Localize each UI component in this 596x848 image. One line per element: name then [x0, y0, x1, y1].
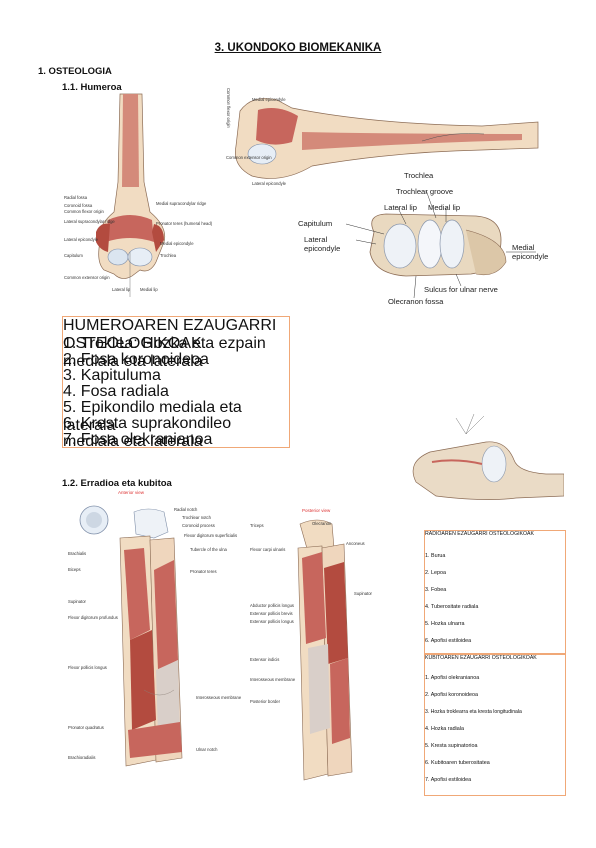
fp-triceps: Triceps: [250, 523, 264, 528]
label-pronator-teres: Pronator teres (humeral head): [156, 221, 213, 226]
humero-row-7: 7. Fosa olekranianoa: [63, 431, 213, 448]
elbow-lateral-figure: [396, 412, 564, 502]
label-common-extensor: Common extensor origin: [64, 275, 110, 280]
section-heading-osteologia: 1. OSTEOLOGIA: [38, 66, 112, 77]
fp-epl: Extensor pollicis longus: [250, 619, 294, 624]
fa-trochlear-notch: Trochlear notch: [182, 515, 211, 520]
label-trochlea-top: Trochlea: [404, 171, 434, 180]
fp-extensor-indicis: Extensor indicis: [250, 657, 280, 662]
label-medial-lip: Medial lip: [140, 287, 158, 292]
radio-row-3: 3. Fobea: [425, 587, 447, 593]
label-side-lateral-epicondyle: Lateral epicondyle: [252, 181, 286, 186]
forearm-posterior-figure: Posterior view Triceps Olecranon Anconeu…: [248, 508, 408, 788]
label-side-common-extensor: Common extensor origin: [226, 155, 272, 160]
fa-tubercle-ulna: Tubercle of the ulna: [190, 547, 227, 552]
label-medial-epicondyle-big: Medial epicondyle: [512, 243, 549, 261]
humero-table-header: HUMEROAREN EZAUGARRI OSTEOLOGIKOAK: [63, 317, 277, 352]
kubito-row-5: 5. Kresta supinatorioa: [425, 743, 478, 749]
fa-fdp: Flexor digitorum profundus: [68, 615, 118, 620]
fa-radial-notch: Radial notch: [174, 507, 198, 512]
label-lateral-epicondyle: Lateral epicondyle: [64, 237, 98, 242]
kubito-row-1: 1. Apofisi olekranianoa: [425, 675, 480, 681]
humero-table: HUMEROAREN EZAUGARRI OSTEOLOGIKOAK 1. Tr…: [62, 316, 290, 450]
fp-epb: Extensor pollicis brevis: [250, 611, 293, 616]
label-lateral-epicondyle-big: Lateral epicondyle: [304, 235, 341, 253]
fa-coronoid-process: Coronoid process: [182, 523, 215, 528]
kubito-row-3: 3. Hozka troklearra eta kresta longitudi…: [425, 709, 522, 715]
fa-pronator-teres: Pronator teres: [190, 569, 217, 574]
fp-posterior-border: Posterior border: [250, 699, 281, 704]
label-lateral-lip-big: Lateral lip: [384, 203, 417, 212]
label-side-common-flexor: Common flexor origin: [226, 88, 231, 128]
kubito-table-header: KUBITOAREN EZAUGARRI OSTEOLOGIKOAK: [425, 655, 537, 661]
fa-brachioradialis: Brachioradialis: [68, 755, 96, 760]
label-trochlear-groove: Trochlear groove: [396, 187, 454, 196]
humero-row-2: 2. Fosa koronoideoa: [63, 351, 209, 368]
fp-anconeus: Anconeus: [346, 541, 365, 546]
humerus-distal-figure: Common flexor origin Medial epicondyle C…: [222, 86, 540, 196]
fa-fpl: Flexor pollicis longus: [68, 665, 107, 670]
forearm-anterior-figure: Anterior view Radial notch Trochlear not…: [64, 490, 264, 780]
fp-supinator: Supinator: [354, 591, 372, 596]
label-medial-supracondylar: Medial supracondylar ridge: [156, 201, 207, 206]
label-medial-epicondyle: Medial epicondyle: [160, 241, 194, 246]
radio-table: RADIOAREN EZAUGARRI OSTEOLOGIKOAK 1. Bur…: [424, 530, 566, 654]
label-capitulum: Capitulum: [64, 253, 83, 258]
fa-ulnar-notch: Ulnar notch: [196, 747, 218, 752]
kubito-row-7: 7. Apofisi estiloidea: [425, 777, 472, 783]
subsection-heading-humeroa: 1.1. Humeroa: [62, 82, 122, 93]
label-trochlea: Trochlea: [160, 253, 177, 258]
fp-fcu: Flexor carpi ulnaris: [250, 547, 286, 552]
humerus-anterior-figure: Radial fossa Coronoid fossa Common flexo…: [60, 92, 212, 302]
kubito-row-4: 4. Hozka radiala: [425, 726, 464, 732]
label-radial-fossa: Radial fossa: [64, 195, 88, 200]
trochlea-figure: Trochlea Trochlear groove Lateral lip Me…: [296, 170, 566, 310]
kubito-table: KUBITOAREN EZAUGARRI OSTEOLOGIKOAK 1. Ap…: [424, 654, 566, 796]
label-common-flexor: Common flexor origin: [64, 209, 104, 214]
label-sulcus: Sulcus for ulnar nerve: [424, 285, 498, 294]
forearm-anterior-caption: Anterior view: [118, 490, 145, 495]
subsection-heading-erradioa: 1.2. Erradioa eta kubitoa: [62, 478, 172, 489]
page-title: 3. UKONDOKO BIOMEKANIKA: [214, 42, 382, 54]
fa-interosseous: Interosseous membrane: [196, 695, 242, 700]
radio-row-6: 6. Apofisi estiloidea: [425, 638, 472, 644]
fp-interosseous: Interosseous membrane: [250, 677, 296, 682]
label-lateral-lip: Lateral lip: [112, 287, 131, 292]
label-lateral-supracondylar: Lateral supracondylar ridge: [64, 219, 115, 224]
label-coronoid-fossa: Coronoid fossa: [64, 203, 93, 208]
humero-row-1: 1. Troklea: Hozka eta ezpain mediala eta…: [63, 335, 266, 370]
radio-row-2: 2. Lepoa: [425, 570, 446, 576]
radio-table-header: RADIOAREN EZAUGARRI OSTEOLOGIKOAK: [425, 531, 534, 537]
humero-row-5: 5. Epikondilo mediala eta laterala: [63, 399, 242, 434]
label-medial-lip-big: Medial lip: [428, 203, 461, 212]
fa-supinator: Supinator: [68, 599, 86, 604]
radio-row-5: 5. Hozka ulnarra: [425, 621, 465, 627]
radio-row-1: 1. Burua: [425, 553, 446, 559]
fa-pronator-quadratus: Pronator quadratus: [68, 725, 104, 730]
kubito-row-2: 2. Apofisi koronoideoa: [425, 692, 479, 698]
forearm-posterior-caption: Posterior view: [302, 508, 331, 513]
label-olecranon-fossa: Olecranon fossa: [388, 297, 444, 306]
fa-fds: Flexor digitorum superficialis: [184, 533, 238, 538]
fa-biceps: Biceps: [68, 567, 81, 572]
humero-row-3: 3. Kapituluma: [63, 367, 161, 384]
humero-row-4: 4. Fosa radiala: [63, 383, 169, 400]
fp-olecranon: Olecranon: [312, 521, 332, 526]
radio-row-4: 4. Tuberositate radiala: [425, 604, 479, 610]
kubito-row-6: 6. Kubitoaren tuberositatea: [425, 760, 490, 766]
fa-brachialis: Brachialis: [68, 551, 87, 556]
fp-apl: Abductor pollicis longus: [250, 603, 294, 608]
humero-row-6: 6. Kresta suprakondileo mediala eta late…: [63, 415, 232, 450]
label-side-medial-epicondyle: Medial epicondyle: [252, 97, 286, 102]
label-capitulum-big: Capitulum: [298, 219, 333, 228]
